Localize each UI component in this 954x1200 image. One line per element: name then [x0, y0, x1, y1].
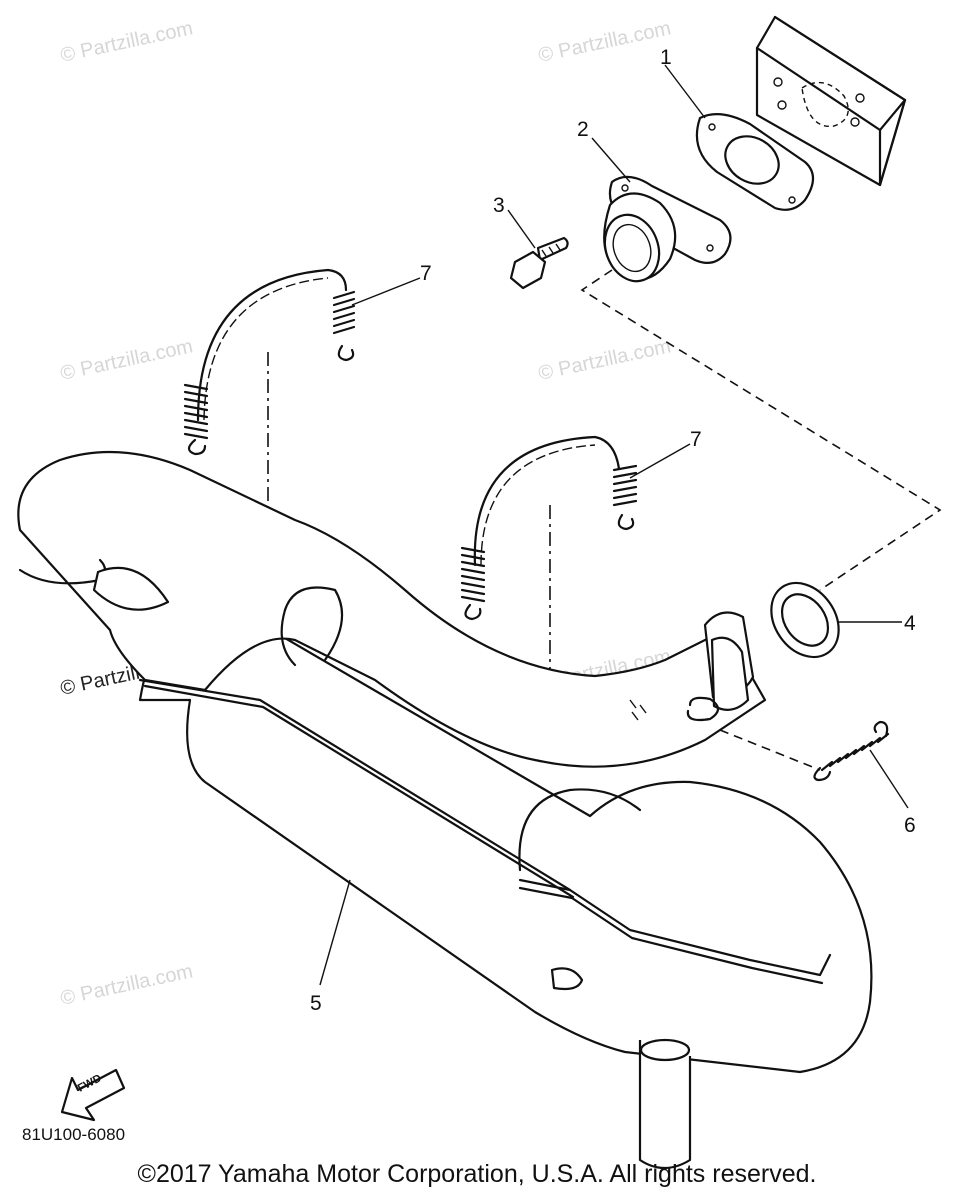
watermark: © Partzilla.com: [58, 335, 194, 385]
bolt-part-3: [509, 236, 569, 290]
exhaust-pipe: [17, 450, 767, 768]
watermark: © Partzilla.com: [536, 335, 672, 385]
callout-4: 4: [904, 612, 916, 635]
watermark: © Partzilla.com: [58, 960, 194, 1010]
forward-arrow-icon: FWD: [60, 1068, 126, 1122]
callout-7-lower: 7: [690, 428, 702, 451]
spring-part-7-upper: [183, 268, 356, 456]
copyright-notice: ©2017 Yamaha Motor Corporation, U.S.A. A…: [137, 1160, 817, 1188]
exhaust-joint-part-2: [603, 175, 732, 283]
spring-part-7-lower: [460, 435, 638, 621]
watermark: © Partzilla.com: [58, 17, 194, 67]
callouts: 1 2 3 4 5 6 7 7: [310, 46, 916, 1015]
assembly-lines: [267, 269, 942, 771]
callout-1: 1: [660, 46, 672, 69]
callout-3: 3: [493, 194, 505, 217]
callout-6: 6: [904, 814, 916, 837]
callout-5: 5: [310, 992, 322, 1015]
engine-mount-block: [755, 15, 907, 187]
watermark: © Partzilla.com: [536, 17, 672, 67]
ring-gasket-part-4: [770, 581, 840, 659]
spring-part-6: [813, 720, 890, 782]
callout-7-upper: 7: [420, 262, 432, 285]
callout-2: 2: [577, 118, 589, 141]
gasket-part-1: [695, 113, 815, 211]
diagram-code: 81U100-6080: [22, 1125, 125, 1144]
leader-lines: [319, 64, 909, 986]
